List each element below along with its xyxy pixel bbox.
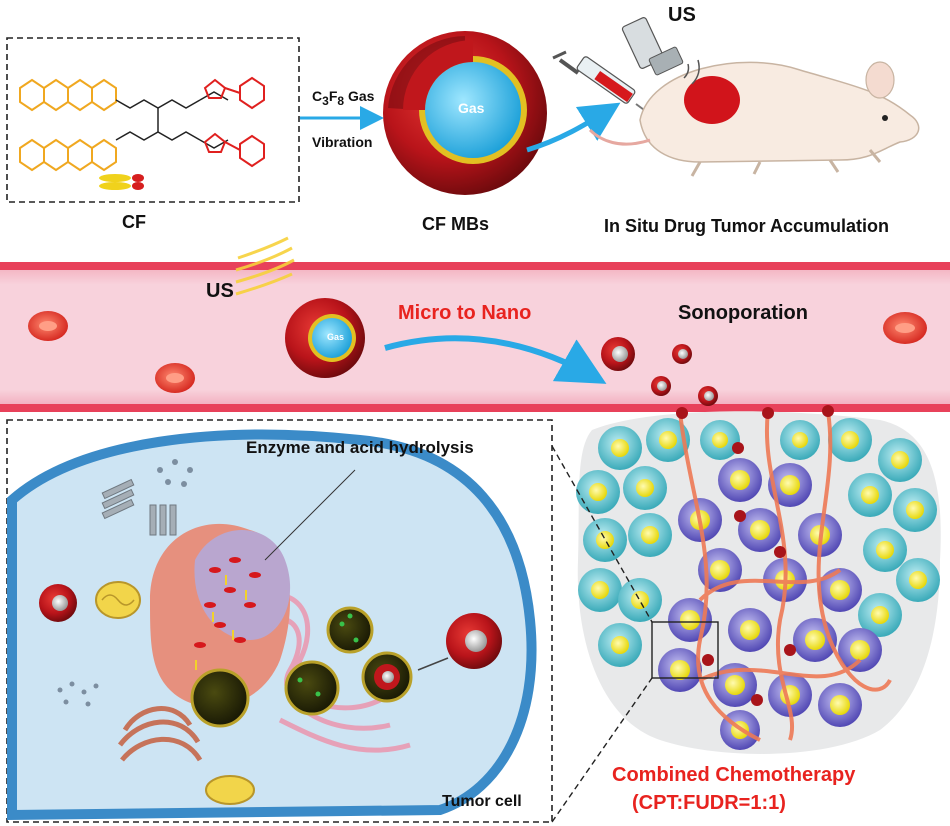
- ultrasound-wave-icon: [235, 236, 295, 296]
- gas-label-suffix: Gas: [344, 88, 375, 104]
- uptake-arrow: [417, 657, 449, 671]
- gas-label-sub8: 8: [337, 94, 345, 108]
- camptothecin-structure: [19, 78, 117, 172]
- vibration-label: Vibration: [312, 134, 373, 150]
- us-vessel-label: US: [206, 280, 234, 302]
- tumor-cell-inset: [6, 419, 553, 823]
- linker-structure: [115, 91, 229, 149]
- red-blood-cell-icon: [28, 311, 927, 393]
- injection-arrow: [526, 102, 621, 153]
- gas-label-c: C: [312, 88, 323, 104]
- micro-to-nano-arrow: [384, 335, 607, 384]
- cytoplasm-dots: [57, 459, 193, 707]
- drug-conjugate-icon: [99, 174, 144, 190]
- tumor-site: [684, 76, 740, 124]
- mitochondrion-icon: [95, 581, 255, 805]
- sonoporation-label: Sonoporation: [678, 302, 808, 324]
- microbubble-icon: [285, 298, 365, 378]
- gas-label-f: F: [328, 88, 338, 104]
- golgi-apparatus-icon: [117, 706, 203, 762]
- tumor-cell-icon: [658, 458, 882, 750]
- nanoparticle-icon: [601, 337, 718, 406]
- gas-label: C3F8 Gas: [312, 88, 375, 108]
- capillaries: [678, 411, 892, 742]
- floxuridine-structure: [203, 76, 265, 168]
- centriole-icon: [101, 478, 177, 536]
- lysosome-icon: [190, 606, 413, 728]
- gas-core-small-label: Gas: [327, 332, 345, 342]
- tumor-tissue: [576, 405, 941, 754]
- cf-microbubble-large: [383, 31, 547, 195]
- zoom-guide-line-top: [551, 445, 653, 623]
- cf-mbs-label: CF MBs: [422, 214, 489, 234]
- mouse-icon: [588, 61, 920, 177]
- nucleus-icon: [150, 523, 291, 707]
- tumor-cell-label: Tumor cell: [442, 793, 522, 810]
- zoom-region-box: [651, 621, 719, 679]
- cf-structure-box: [6, 37, 300, 203]
- ultrasound-probe-icon: [621, 17, 700, 85]
- micro-to-nano-label: Micro to Nano: [398, 302, 532, 324]
- gas-core-label: Gas: [458, 100, 485, 116]
- extravasated-nanoparticles: [676, 405, 834, 706]
- enzyme-hydrolysis-label: Enzyme and acid hydrolysis: [246, 438, 474, 457]
- cf-label: CF: [122, 212, 146, 232]
- intracellular-nanoparticle-icon: [39, 584, 502, 669]
- us-top-label: US: [668, 4, 696, 26]
- combined-chemotherapy-label: Combined Chemotherapy: [612, 764, 856, 786]
- hydrolysis-pointer-line: [264, 469, 356, 561]
- normal-cells: [576, 418, 940, 667]
- drug-ratio-label: (CPT:FUDR=1:1): [632, 792, 786, 814]
- in-situ-label: In Situ Drug Tumor Accumulation: [604, 216, 889, 236]
- gas-label-sub3: 3: [322, 94, 329, 108]
